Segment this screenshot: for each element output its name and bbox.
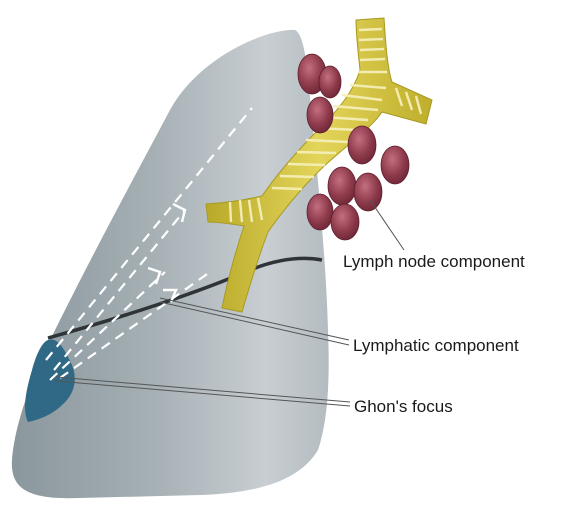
lymph-node [331, 204, 359, 240]
lymph-node [319, 66, 341, 98]
lymph-node [328, 167, 356, 205]
lymph-node [348, 126, 376, 164]
leader-line-lymph-node [370, 200, 404, 250]
lymph-node [307, 97, 333, 133]
label-lymphatic-component: Lymphatic component [353, 336, 519, 356]
lymph-node [381, 146, 409, 184]
lymph-node [354, 173, 382, 211]
lymph-node [307, 194, 333, 230]
lung-lobe [12, 30, 329, 498]
label-ghons-focus: Ghon's focus [354, 397, 453, 417]
label-lymph-node-component: Lymph node component [343, 252, 525, 272]
